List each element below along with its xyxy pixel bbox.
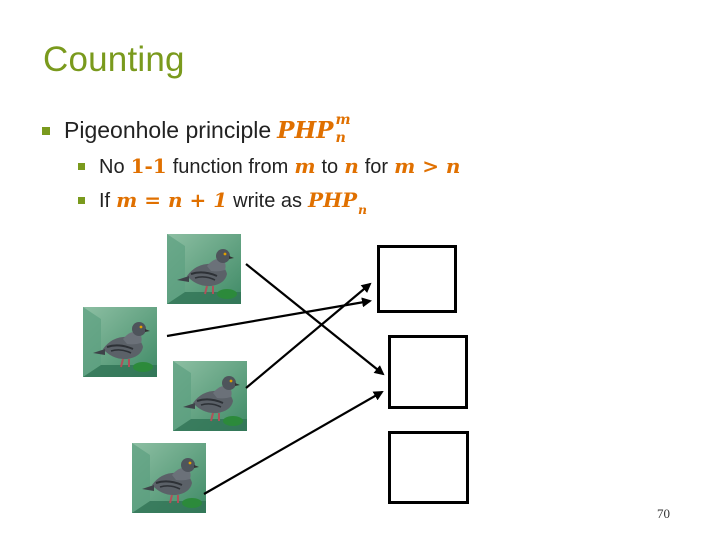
slide-title: Counting bbox=[43, 40, 185, 79]
bullet-square-icon bbox=[42, 126, 50, 135]
php-notation: PHP m n bbox=[277, 112, 351, 147]
pigeon-image-4 bbox=[132, 443, 206, 513]
hole-box-1 bbox=[377, 245, 457, 313]
subbullet-square-icon bbox=[78, 163, 85, 170]
page-number: 70 bbox=[657, 506, 670, 521]
php-subscript: n bbox=[335, 130, 346, 147]
hole-box-3 bbox=[388, 431, 469, 504]
math-one-to-one: 1-1 bbox=[130, 154, 167, 178]
subbullet-square-icon bbox=[78, 197, 85, 204]
php-superscript: m bbox=[335, 112, 351, 128]
subbullet-php-n: If m = n + 1 write as PHP n bbox=[78, 188, 368, 217]
math-m: m bbox=[294, 154, 316, 178]
arrow-pigeon4-to-hole2 bbox=[203, 391, 384, 495]
php-n-notation: PHP n bbox=[308, 188, 368, 217]
arrow-pigeon1-to-hole2 bbox=[245, 263, 385, 376]
arrow-pigeon3-to-hole1 bbox=[245, 282, 372, 389]
pigeon-image-1 bbox=[167, 234, 241, 304]
bullet-text: Pigeonhole principle bbox=[64, 116, 272, 143]
bullet-pigeonhole: Pigeonhole principle PHP m n bbox=[42, 112, 351, 147]
arrow-pigeon2-to-hole1 bbox=[166, 297, 372, 338]
hole-box-2 bbox=[388, 335, 468, 409]
math-m-eq-n-plus-1: m = n + 1 bbox=[116, 188, 228, 212]
math-m-gt-n: m > n bbox=[394, 154, 461, 178]
pigeon-image-2 bbox=[83, 307, 157, 377]
subbullet-no-injection: No 1-1 function from m to n for m > n bbox=[78, 154, 460, 179]
math-n: n bbox=[344, 154, 359, 178]
pigeon-image-3 bbox=[173, 361, 247, 431]
